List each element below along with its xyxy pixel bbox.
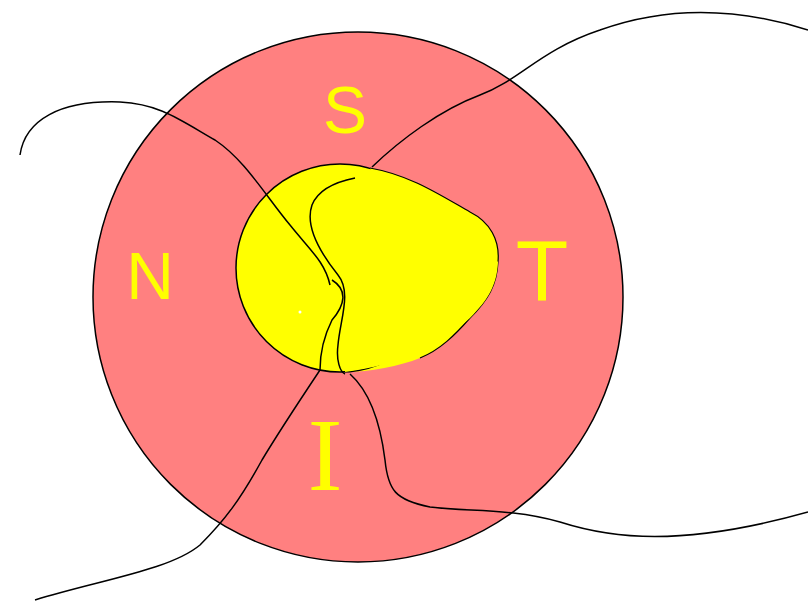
- quadrant-label: T: [516, 227, 569, 313]
- disc-rim: [93, 32, 623, 562]
- blood-vessels: [20, 13, 808, 600]
- highlight-dot: [299, 311, 302, 314]
- quadrant-label: N: [126, 243, 174, 309]
- quadrant-label: I: [308, 403, 343, 507]
- cup-fill: [345, 246, 498, 372]
- quadrant-label: S: [323, 77, 367, 143]
